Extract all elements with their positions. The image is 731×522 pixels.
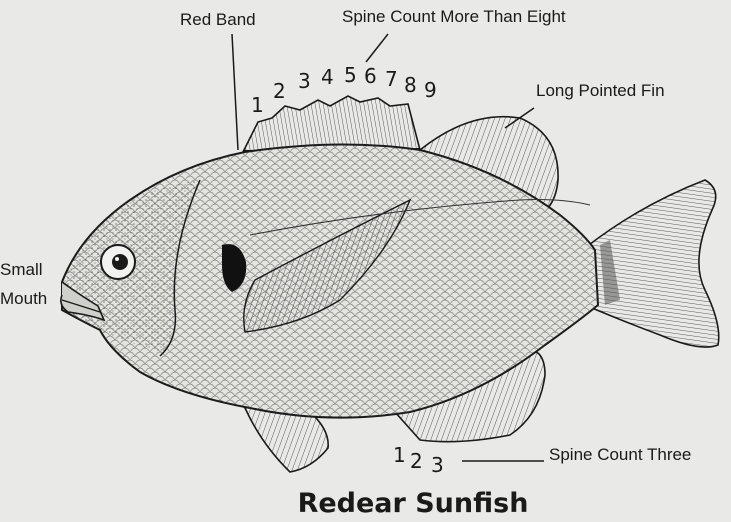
dorsal-spine-number: 5 xyxy=(344,63,357,87)
label-red-band: Red Band xyxy=(180,10,256,29)
label-small-mouth-line2: Mouth xyxy=(0,289,47,308)
fish-eye xyxy=(101,245,135,279)
label-spine-count-anal: Spine Count Three xyxy=(549,445,691,464)
dorsal-spine-number: 2 xyxy=(273,79,286,103)
red-band-leader xyxy=(232,34,238,150)
anal-spine-number: 2 xyxy=(410,449,423,473)
dorsal-spine-number: 6 xyxy=(364,64,377,88)
dorsal-spine-number: 7 xyxy=(385,67,398,91)
anal-spine-number: 1 xyxy=(393,443,406,467)
spine-count-dorsal-leader xyxy=(366,34,388,62)
label-spine-count-dorsal: Spine Count More Than Eight xyxy=(342,7,566,26)
anal-spine-numbers: 1 2 3 xyxy=(393,443,444,477)
diagram-title: Redear Sunfish xyxy=(298,488,529,519)
dorsal-spine-number: 8 xyxy=(404,73,417,97)
label-small-mouth-line1: Small xyxy=(0,260,43,279)
dorsal-spine-number: 9 xyxy=(424,78,437,102)
dorsal-spine-number: 4 xyxy=(321,65,334,89)
dorsal-spine-number: 1 xyxy=(251,93,264,117)
anal-spine-number: 3 xyxy=(431,453,444,477)
dorsal-spine-number: 3 xyxy=(298,69,311,93)
label-long-pointed-fin: Long Pointed Fin xyxy=(536,81,665,100)
